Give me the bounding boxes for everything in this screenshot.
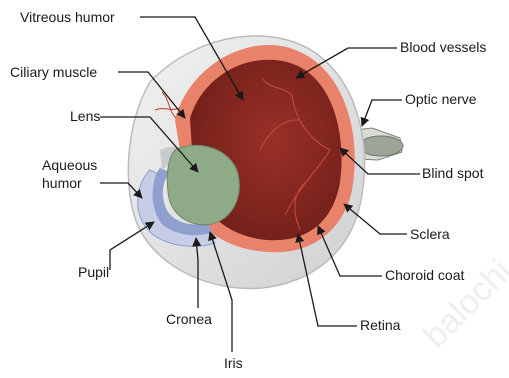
label-iris: Iris — [224, 355, 243, 371]
label-vitreous-humor: Vitreous humor — [20, 9, 115, 25]
label-choroid-coat: Choroid coat — [385, 267, 464, 283]
label-lens: Lens — [70, 108, 100, 124]
label-ciliary-muscle: Ciliary muscle — [10, 64, 97, 80]
label-sclera: Sclera — [410, 226, 450, 242]
label-optic-nerve: Optic nerve — [405, 91, 477, 107]
label-retina: Retina — [360, 317, 401, 333]
leader-optic-nerve — [362, 100, 402, 126]
label-pupil: Pupil — [78, 264, 109, 280]
label-aqueous-humor-2: humor — [42, 175, 82, 191]
label-blind-spot: Blind spot — [422, 165, 484, 181]
label-cronea: Cronea — [166, 311, 212, 327]
lens — [167, 145, 239, 224]
label-blood-vessels: Blood vessels — [400, 39, 486, 55]
label-aqueous-humor-1: Aqueous — [42, 157, 97, 173]
